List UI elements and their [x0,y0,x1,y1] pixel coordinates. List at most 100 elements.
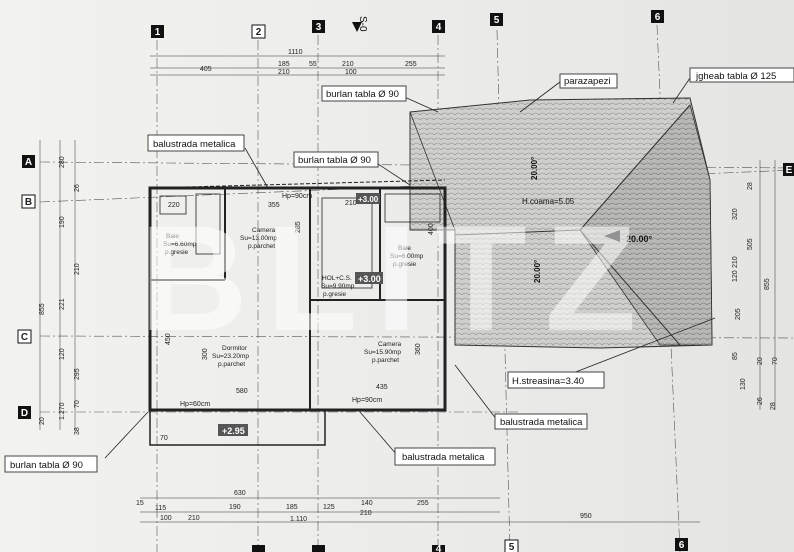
dimension-lines [39,55,776,523]
room-dormitor-floor: p.parchet [218,361,245,368]
room-baie2-floor: p.gresie [393,261,417,268]
dim-top-405: 405 [200,66,212,73]
axis-s0-label: S-0 [357,16,368,32]
room-hol-floor: p.gresie [323,291,347,298]
dim-220: 220 [168,202,180,209]
dim-450: 450 [165,333,172,345]
room-labels: Baie Su=6.60mp p.gresie Camera Su=13.00m… [163,227,424,368]
room-hol-name: HOL+C.S. [322,275,352,282]
dim-left-221: 221 [59,298,66,310]
callout-leaders [104,77,716,459]
room-camera1-name: Camera [252,227,276,234]
axis-markers-left: A B C D E [17,155,794,419]
dim-top-210: 210 [342,61,354,68]
dim-bot-950: 950 [580,513,592,520]
dim-right-855: 855 [764,278,771,290]
axis-d-label: D [21,408,28,419]
dim-bot-125: 125 [323,504,335,511]
dim-right-130: 130 [740,378,747,390]
dim-right-210: 210 [732,256,739,268]
room-baie2-area: Su=6.00mp [390,253,424,260]
dim-left-1270: 1.270 [59,402,66,420]
dim-top-total: 1110 [288,49,303,56]
room-baie1-floor: p.gresie [165,249,189,256]
axis-5-bottom-label: 5 [509,542,515,552]
room-baie1-area: Su=6.60mp [163,241,197,248]
room-baie2-name: Baie [398,245,411,252]
dim-bot-210: 210 [360,510,372,517]
axis-3-label: 3 [316,22,322,33]
callout-jgheab: jgheab tabla Ø 125 [695,71,776,82]
axis-e-label: E [786,165,793,176]
axis-6-bottom-label: 6 [679,540,685,551]
dim-top-185: 185 [278,61,290,68]
dim-hp4: Hp=90cm [352,397,382,404]
dim-right-70: 70 [772,357,779,365]
dim-400: 400 [428,223,435,235]
dim-left-855: 855 [39,303,46,315]
axis-2-label: 2 [256,27,262,38]
room-camera1-area: Su=13.00mp [240,235,277,242]
axis-6-label: 6 [655,12,661,23]
dim-bot-630: 630 [234,490,246,497]
dim-210: 210 [345,200,357,207]
dim-right-85: 85 [732,352,739,360]
room-hol-area: Su=9.90mp [321,283,355,290]
dim-355: 355 [268,202,280,209]
dim-top-210b: 210 [278,69,290,76]
level-a: +3.00 [358,195,379,204]
dim-580: 580 [236,388,248,395]
dim-bot-100: 100 [160,515,172,522]
dim-top-55: 55 [309,61,317,68]
level-markers: +3.00 +3.00 +2.95 [218,193,383,436]
room-camera2-floor: p.parchet [372,357,399,364]
dim-70: 70 [160,435,168,442]
dim-left-26: 26 [74,184,81,192]
dim-bot-190: 190 [229,504,241,511]
room-camera2-area: Su=15.90mp [364,349,401,356]
dim-bot-total: 1.110 [290,516,307,523]
roof-slope-east: 20.00° [626,234,653,244]
left-dimension-values: 280 26 190 221 855 295 210 120 38 1.270 … [39,156,81,435]
room-baie1-name: Baie [166,233,179,240]
level-c: +2.95 [222,426,245,436]
axis-1-label: 1 [155,27,161,38]
dim-right-120: 120 [732,270,739,282]
dim-right-28: 28 [747,182,754,190]
callout-burlan-bottom: burlan tabla Ø 90 [10,460,83,471]
callout-balustrada-right: balustrada metalica [500,417,583,428]
axis-b-label: B [25,197,32,208]
watermark: BLITZ [140,194,655,362]
right-dimension-values: 28 320 505 855 210 120 205 85 130 26 28 … [732,182,779,410]
dim-bot-15: 15 [136,500,144,507]
dim-left-295: 295 [74,368,81,380]
room-camera2-name: Camera [378,341,402,348]
dim-bot-185: 185 [286,504,298,511]
dim-360: 360 [415,343,422,355]
dim-left-120: 120 [59,348,66,360]
axis-4-label: 4 [436,22,442,33]
axis-markers-bottom: 4 5 6 [252,538,688,552]
dim-right-28b: 28 [770,402,777,410]
dim-300: 300 [202,348,209,360]
top-dimension-values: 1110 405 185 55 210 255 210 100 [200,49,417,76]
dim-right-26: 26 [757,397,764,405]
room-camera1-floor: p.parchet [248,243,275,250]
room-dormitor-area: Su=23.20mp [212,353,249,360]
axis-5-label: 5 [494,15,500,26]
dim-top-100: 100 [345,69,357,76]
dim-285: 285 [295,221,302,233]
dim-top-255: 255 [405,61,417,68]
callouts: balustrada metalica burlan tabla Ø 90 bu… [4,67,794,473]
dim-left-38: 38 [74,427,81,435]
roof-ridge-height: H.coama=5.05 [522,197,575,206]
dim-left-20: 20 [39,417,46,425]
dim-bot-115: 115 [155,505,166,512]
callout-parazapezi: parazapezi [564,76,610,87]
callout-balustrada-bottom: balustrada metalica [402,452,485,463]
axis-4-bottom-label: 4 [436,544,442,552]
axis-a-label: A [25,157,32,168]
roof-slope-north: 20.00° [530,157,539,180]
